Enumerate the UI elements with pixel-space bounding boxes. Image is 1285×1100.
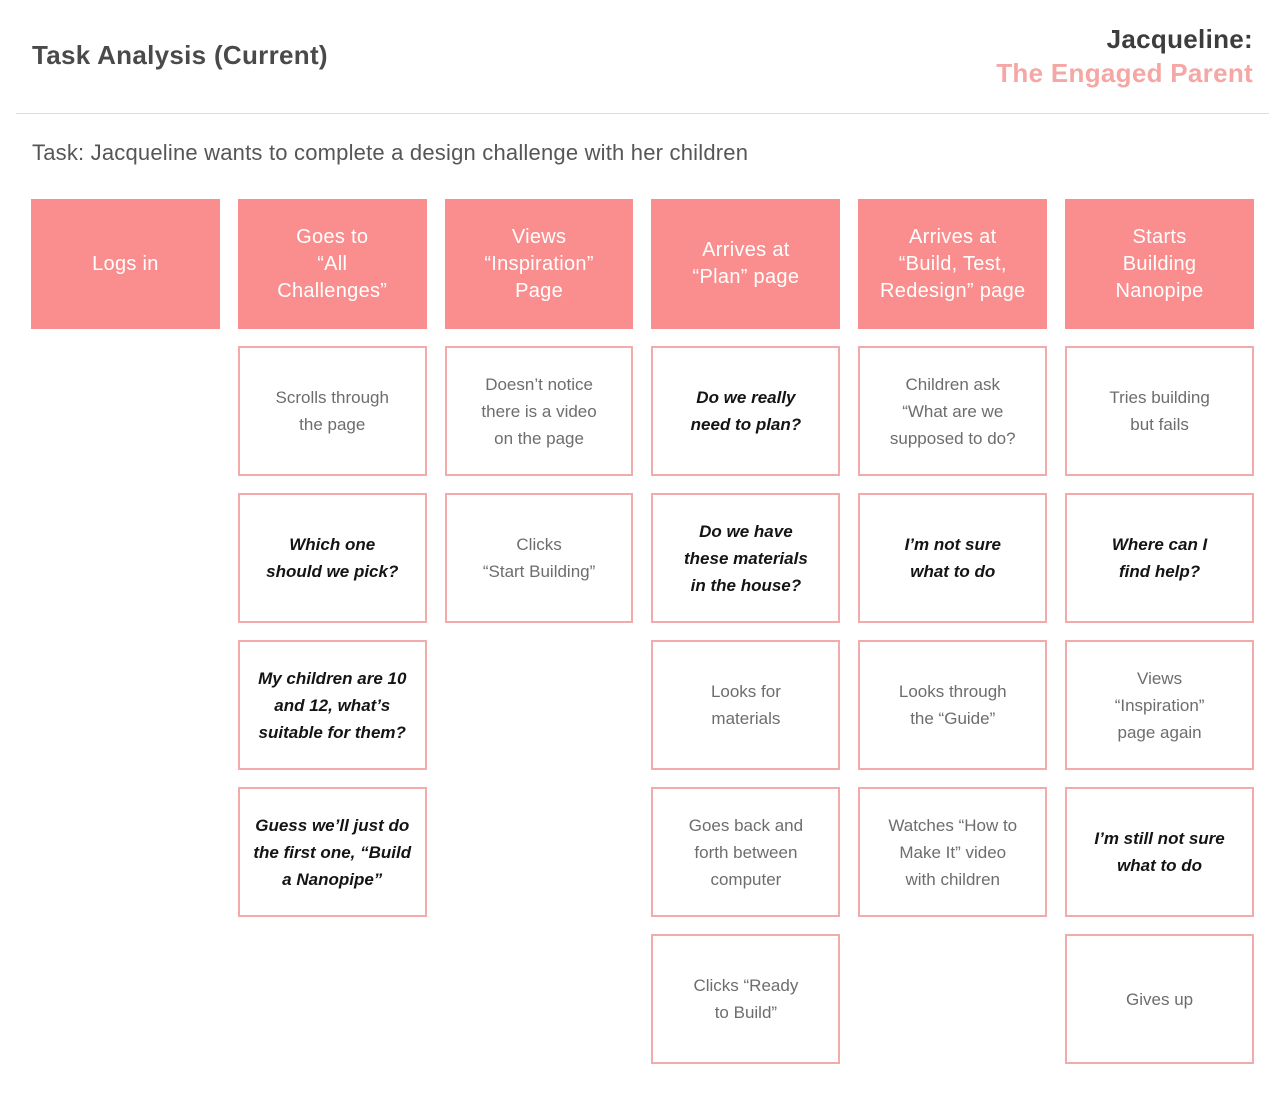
quote-card: Where can I find help? [1065, 493, 1254, 623]
header-divider [16, 113, 1269, 114]
column-header: Views “Inspiration” Page [444, 199, 634, 329]
action-card: Watches “How to Make It” video with chil… [858, 787, 1048, 917]
page-title: Task Analysis (Current) [32, 40, 328, 70]
action-card: Clicks “Start Building” [444, 493, 634, 623]
quote-card: I’m not sure what to do [858, 493, 1048, 623]
column-header: Starts Building Nanopipe [1065, 199, 1254, 329]
action-card: Looks for materials [651, 640, 841, 770]
task-statement: Task: Jacqueline wants to complete a des… [32, 140, 749, 165]
column-header: Logs in [31, 199, 220, 329]
action-card: Gives up [1065, 934, 1254, 1064]
persona-block: Jacqueline: The Engaged Parent [996, 22, 1253, 90]
action-card: Looks through the “Guide” [858, 640, 1048, 770]
column-header: Goes to “All Challenges” [237, 199, 427, 329]
persona-subtitle: The Engaged Parent [996, 58, 1253, 88]
quote-card: Do we really need to plan? [651, 346, 841, 476]
quote-card: Do we have these materials in the house? [651, 493, 841, 623]
column-header: Arrives at “Plan” page [651, 199, 841, 329]
quote-card: I’m still not sure what to do [1065, 787, 1254, 917]
action-card: Clicks “Ready to Build” [651, 934, 841, 1064]
persona-name: Jacqueline: [1106, 24, 1253, 54]
quote-card: Which one should we pick? [237, 493, 427, 623]
column-header: Arrives at “Build, Test, Redesign” page [858, 199, 1048, 329]
top-bar: Task Analysis (Current) Jacqueline: The … [0, 0, 1285, 90]
quote-card: My children are 10 and 12, what’s suitab… [237, 640, 427, 770]
action-card: Goes back and forth between computer [651, 787, 841, 917]
action-card: Doesn’t notice there is a video on the p… [444, 346, 634, 476]
quote-card: Guess we’ll just do the first one, “Buil… [237, 787, 427, 917]
action-card: Children ask “What are we supposed to do… [858, 346, 1048, 476]
action-card: Scrolls through the page [237, 346, 427, 476]
action-card: Views “Inspiration” page again [1065, 640, 1254, 770]
action-card: Tries building but fails [1065, 346, 1254, 476]
